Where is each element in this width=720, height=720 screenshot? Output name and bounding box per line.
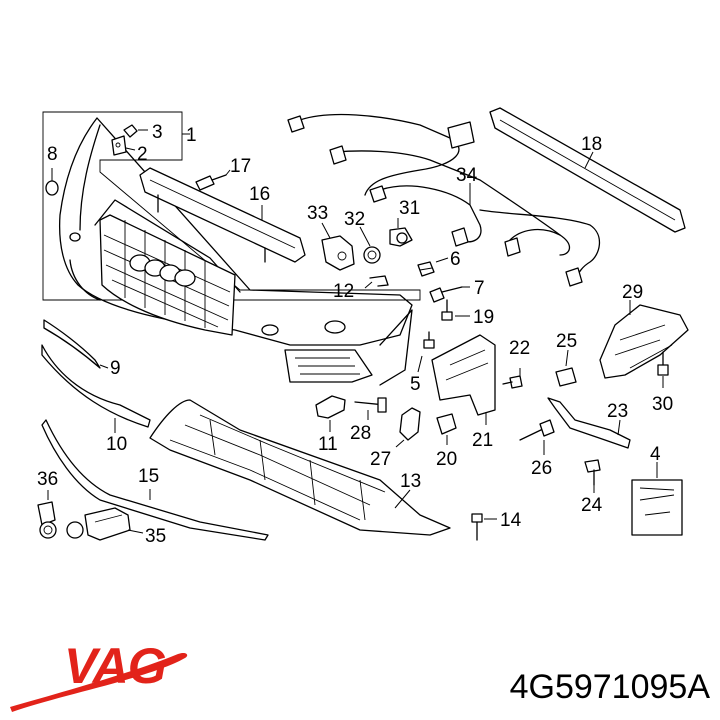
vag-logo-text: VAG [64, 638, 167, 694]
callout-3: 3 [152, 122, 163, 143]
callout-21: 21 [472, 430, 493, 451]
callout-31: 31 [399, 198, 420, 219]
trim-strip-15 [41, 419, 269, 541]
sensor-part-31 [389, 227, 413, 247]
sensor-part-32 [363, 246, 381, 264]
sensor-holder-36 [37, 501, 57, 539]
nut-part-6 [417, 261, 435, 277]
callout-12: 12 [333, 281, 354, 302]
callout-9: 9 [110, 358, 121, 379]
callout-29: 29 [622, 282, 643, 303]
bracket-part-21 [431, 334, 496, 416]
callout-32: 32 [344, 209, 365, 230]
callout-6: 6 [450, 249, 461, 270]
trim-strip-9 [43, 319, 101, 369]
clip-part-25 [555, 367, 577, 387]
callout-18: 18 [581, 134, 602, 155]
callout-10: 10 [106, 434, 127, 455]
bracket-part-29 [599, 304, 689, 379]
bolt-part-7 [429, 286, 463, 303]
callout-7: 7 [474, 278, 485, 299]
callout-25: 25 [556, 331, 577, 352]
bolt-part-14 [471, 513, 483, 541]
bracket-part-23 [547, 397, 631, 449]
callout-2: 2 [137, 144, 148, 165]
callout-labels: 1 2 3 8 17 16 33 32 31 34 18 6 12 7 29 1… [37, 122, 673, 547]
part-number: 4G5971095A [509, 668, 710, 706]
bumper-cover-part [58, 117, 413, 386]
callout-11: 11 [318, 434, 338, 455]
callout-35: 35 [145, 526, 166, 547]
bolt-part-5 [423, 331, 435, 349]
trim-strip-10 [41, 344, 151, 428]
bolt-part-17 [195, 174, 227, 191]
callout-33: 33 [307, 203, 328, 224]
clip-part-3 [111, 124, 138, 156]
callout-22: 22 [509, 338, 530, 359]
bag-part-4 [631, 479, 683, 536]
bolt-part-22 [502, 375, 523, 389]
pin-part-28 [354, 397, 387, 413]
callout-19: 19 [473, 307, 494, 328]
callout-1: 1 [186, 125, 197, 146]
callout-23: 23 [607, 401, 628, 422]
reinforcement-bar-18 [489, 107, 686, 233]
callout-24: 24 [581, 495, 603, 516]
callout-16: 16 [249, 184, 270, 205]
sensor-part-33 [321, 235, 355, 271]
callout-30: 30 [652, 394, 673, 415]
bolt-part-19 [441, 299, 453, 321]
callout-34: 34 [456, 165, 478, 186]
sensor-bracket-35 [66, 507, 131, 541]
callout-27: 27 [370, 449, 391, 470]
callout-28: 28 [350, 423, 371, 444]
clip-part-26 [519, 419, 555, 441]
callout-8: 8 [47, 144, 58, 165]
bracket-part-12 [369, 275, 389, 287]
bracket-part-27 [399, 407, 421, 441]
bolt-part-30 [657, 351, 669, 376]
callout-20: 20 [436, 449, 457, 470]
screw-part-24 [584, 459, 601, 486]
callout-26: 26 [531, 458, 552, 479]
wiring-harness-34 [287, 113, 601, 287]
callout-5: 5 [410, 374, 421, 395]
callout-14: 14 [500, 510, 522, 531]
callout-15: 15 [138, 466, 159, 487]
cap-part-11 [315, 395, 346, 419]
callout-36: 36 [37, 469, 58, 490]
callout-13: 13 [400, 471, 421, 492]
bracket-part-16 [139, 167, 306, 263]
undershield-part-13 [149, 399, 451, 536]
grommet-part-8 [45, 180, 59, 196]
callout-17: 17 [230, 156, 251, 177]
vag-logo-swoosh [10, 652, 188, 712]
callout-4: 4 [650, 444, 661, 465]
cap-part-20 [436, 413, 457, 435]
